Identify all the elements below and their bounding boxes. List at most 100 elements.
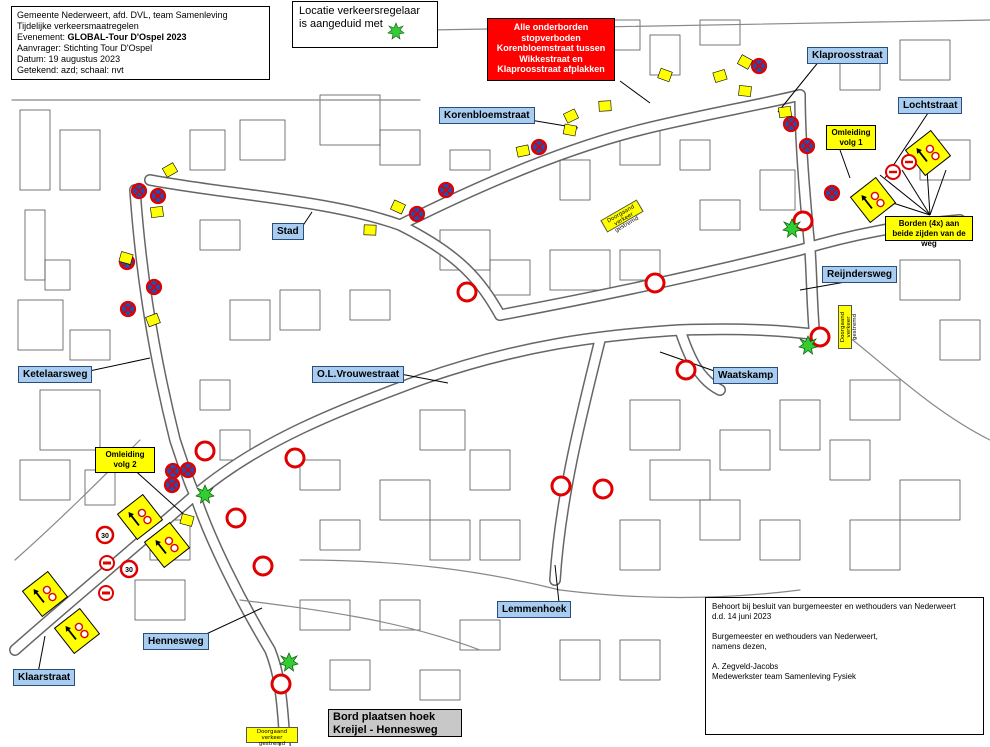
- traffic-regulator-marker: [195, 484, 215, 504]
- parking-marker: [515, 144, 531, 158]
- building-block: [379, 129, 421, 166]
- speed-limit-value: 30: [101, 533, 109, 540]
- event-label: Evenement:: [17, 32, 68, 42]
- through-traffic-note-3: Doorgaand verkeer gestremd: [246, 727, 298, 747]
- building-block: [299, 459, 341, 491]
- parking-marker: [562, 123, 578, 137]
- decision-box: Behoort bij besluit van burgemeester en …: [705, 597, 984, 735]
- building-block: [449, 149, 491, 171]
- street-label-klaproosstraat: Klaproosstraat: [807, 47, 888, 64]
- road-closed-sign: [270, 673, 292, 695]
- street-label-klaarstraat: Klaarstraat: [13, 669, 76, 686]
- info-line-5: Datum: 19 augustus 2023: [17, 54, 121, 64]
- road-closed-sign: [456, 281, 478, 303]
- street-label-olvrouwestraat: O.L.Vrouwestraat: [312, 366, 405, 383]
- building-block: [479, 519, 521, 561]
- road-closed-sign: [792, 210, 814, 232]
- no-stopping-sign: [782, 115, 800, 133]
- street-label-waatskamp: Waatskamp: [713, 367, 779, 384]
- building-block: [829, 439, 871, 481]
- regulator-icon: [387, 22, 405, 40]
- building-block: [329, 659, 371, 691]
- building-block: [679, 139, 711, 171]
- building-block: [839, 59, 881, 91]
- parking-marker: [118, 251, 134, 265]
- parking-marker: [736, 54, 754, 70]
- road-closed-sign: [194, 440, 216, 462]
- road-closed-sign: [252, 555, 274, 577]
- no-stopping-sign: [823, 184, 841, 202]
- corner-sign-note: Bord plaatsen hoek Kreijel - Hennesweg: [328, 709, 462, 737]
- street-label-korenbloemstraat: Korenbloemstraat: [439, 107, 535, 124]
- legend-text: Locatie verkeersregelaar is aangeduid me…: [299, 5, 421, 30]
- street-label-lemmenhoek: Lemmenhoek: [497, 601, 572, 618]
- building-block: [849, 519, 901, 571]
- event-name: GLOBAL-Tour D'Ospel 2023: [67, 32, 187, 42]
- building-block: [549, 249, 611, 291]
- speed-limit-sign: 30: [119, 559, 139, 579]
- decision-line-2: d.d. 14 juni 2023: [712, 612, 772, 621]
- building-block: [24, 209, 46, 281]
- building-block: [379, 479, 431, 521]
- building-block: [379, 599, 421, 631]
- omleiding-note-2: Omleiding volg 2: [95, 447, 155, 473]
- road-closed-sign: [592, 478, 614, 500]
- road-closed-sign: [550, 475, 572, 497]
- parking-marker: [363, 224, 377, 236]
- info-line-2: Tijdelijke verkeersmaatregelen: [17, 21, 139, 31]
- building-block: [19, 459, 71, 501]
- building-block: [699, 499, 741, 541]
- speed-limit-sign: [885, 164, 901, 180]
- end-zone-sign: [98, 585, 114, 601]
- diversion-sign: [21, 570, 69, 618]
- decision-line-5: A. Zegveld-Jacobs: [712, 662, 779, 671]
- building-block: [779, 399, 821, 451]
- borden-note: Borden (4x) aan beide zijden van de weg: [885, 216, 973, 248]
- traffic-regulator-marker: [798, 335, 818, 355]
- parking-marker: [145, 312, 161, 328]
- building-block: [469, 449, 511, 491]
- info-line-4: Aanvrager: Stichting Tour D'Ospel: [17, 43, 153, 53]
- speed-limit-sign: [901, 154, 917, 170]
- decision-line-4: namens dezen,: [712, 642, 767, 651]
- building-block: [349, 289, 391, 321]
- building-block: [559, 159, 591, 201]
- building-block: [199, 219, 241, 251]
- building-block: [239, 119, 286, 161]
- road-closed-sign: [225, 507, 247, 529]
- speed-limit-sign: 30: [95, 525, 115, 545]
- diversion-sign: [849, 176, 897, 224]
- no-stopping-sign: [437, 181, 455, 199]
- no-stopping-sign: [164, 462, 182, 480]
- building-block: [759, 169, 796, 211]
- building-block: [429, 519, 471, 561]
- no-stopping-sign: [145, 278, 163, 296]
- building-block: [199, 379, 231, 411]
- speed-limit-value: 30: [125, 567, 133, 574]
- building-block: [629, 399, 681, 451]
- end-zone-sign: [99, 555, 115, 571]
- parking-marker: [161, 162, 179, 178]
- decision-line-6: Medewerkster team Samenleving Fysiek: [712, 672, 857, 681]
- parking-marker: [738, 85, 752, 97]
- building-block: [559, 639, 601, 681]
- traffic-regulator-marker: [782, 218, 802, 238]
- building-block: [299, 599, 351, 631]
- building-block: [134, 579, 186, 621]
- no-stopping-sign: [119, 300, 137, 318]
- no-stopping-sign: [179, 461, 197, 479]
- building-block: [649, 459, 711, 501]
- street-label-reijndersweg: Reijndersweg: [822, 266, 898, 283]
- no-stopping-sign: [408, 205, 426, 223]
- parking-marker: [150, 205, 164, 219]
- building-block: [699, 19, 741, 46]
- street-label-hennesweg: Hennesweg: [143, 633, 209, 650]
- building-block: [69, 329, 111, 361]
- parking-marker: [179, 513, 195, 527]
- building-block: [279, 289, 321, 331]
- omleiding-note-1: Omleiding volg 1: [826, 125, 876, 150]
- no-stopping-sign: [163, 476, 181, 494]
- building-block: [189, 129, 226, 171]
- building-block: [319, 519, 361, 551]
- legend-box: Locatie verkeersregelaar is aangeduid me…: [292, 1, 438, 48]
